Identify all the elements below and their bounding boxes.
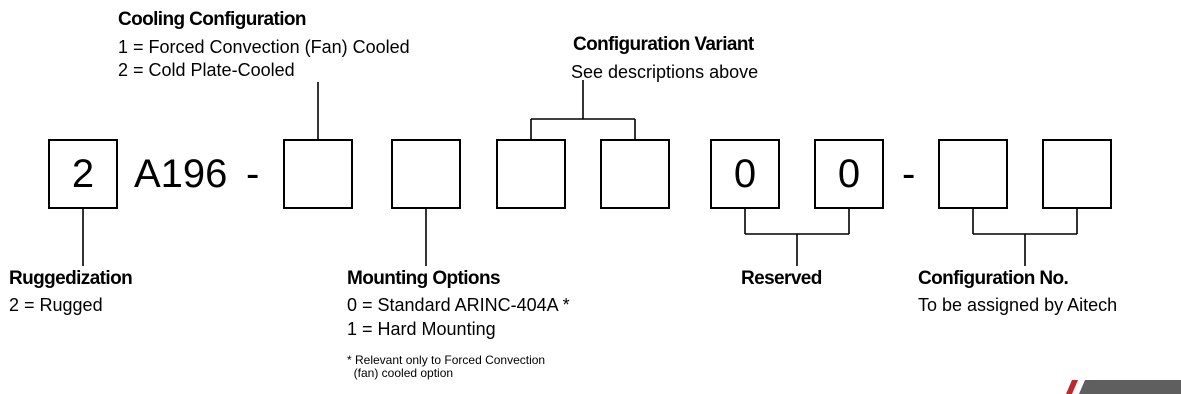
separator-dash-2: - — [902, 152, 916, 196]
cooling-title: Cooling Configuration — [118, 9, 307, 30]
ruggedization-option: 2 = Rugged — [9, 295, 103, 315]
mounting-option-1: 1 = Hard Mounting — [347, 319, 496, 339]
config-no-box-1 — [938, 139, 1008, 209]
cooling-box — [283, 139, 353, 209]
cooling-option-1: 1 = Forced Convection (Fan) Cooled — [118, 37, 410, 57]
config-no-description: To be assigned by Aitech — [918, 295, 1118, 315]
corner-gray-bar — [1079, 380, 1181, 394]
separator-dash-1: - — [246, 152, 260, 196]
config-no-box-2 — [1042, 139, 1112, 209]
ruggedization-title: Ruggedization — [9, 268, 133, 289]
variant-title: Configuration Variant — [573, 34, 754, 55]
model-number: A196 — [134, 152, 228, 196]
reserved-box-2: 0 — [814, 139, 884, 209]
config-no-title: Configuration No. — [918, 268, 1069, 289]
reserved-title: Reserved — [741, 268, 822, 289]
mounting-footnote-line-2: (fan) cooled option — [347, 366, 454, 380]
reserved-box-1: 0 — [710, 139, 780, 209]
variant-box-1 — [496, 139, 566, 209]
mounting-title: Mounting Options — [347, 268, 501, 289]
cooling-option-2: 2 = Cold Plate-Cooled — [118, 60, 295, 80]
mounting-option-0: 0 = Standard ARINC-404A * — [347, 295, 570, 315]
mounting-box — [391, 139, 461, 209]
ruggedization-box: 2 — [48, 139, 118, 209]
corner-brand-decoration — [1066, 380, 1181, 394]
mounting-footnote-line-1: * Relevant only to Forced Convection — [347, 353, 546, 367]
variant-box-2 — [600, 139, 670, 209]
corner-red-slash — [1066, 380, 1078, 394]
variant-description: See descriptions above — [571, 62, 759, 82]
